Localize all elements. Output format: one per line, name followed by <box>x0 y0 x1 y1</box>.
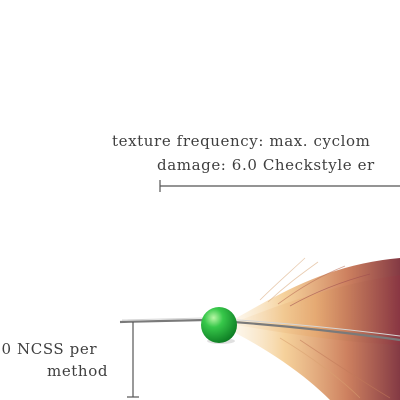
ncss-measure-bar <box>127 322 139 398</box>
green-sphere-node <box>201 307 237 344</box>
legend-damage: damage: 6.0 Checkstyle er <box>157 156 375 174</box>
metric-label-ncss: 3.0 NCSS per <box>0 340 98 358</box>
legend-texture-frequency: texture frequency: max. cyclom <box>112 132 371 150</box>
metric-label-method: method <box>47 362 109 380</box>
legend-range-bar <box>159 180 400 192</box>
